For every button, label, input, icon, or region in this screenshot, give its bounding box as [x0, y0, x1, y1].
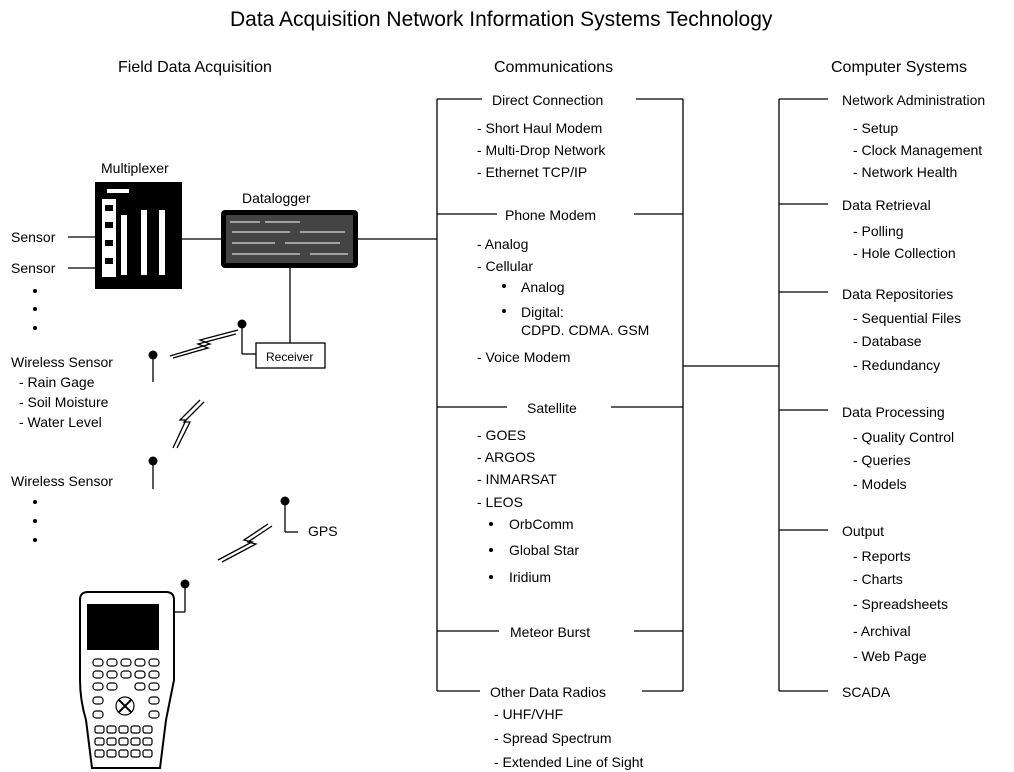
wireless-item: - Soil Moisture: [19, 394, 109, 410]
computer-item: - Quality Control: [853, 429, 955, 445]
computer-item: - Redundancy: [853, 357, 941, 373]
column-header-computer: Computer Systems: [831, 59, 968, 76]
comm-subitem: Analog: [521, 279, 565, 295]
comm-item: - Cellular: [477, 258, 534, 274]
computer-item: - Database: [853, 333, 922, 349]
computer-item: - Sequential Files: [853, 310, 962, 326]
column-header-communications: Communications: [494, 59, 614, 76]
handheld-device: [79, 591, 175, 769]
sensor-label-1: Sensor: [11, 229, 56, 245]
datalogger-device: [221, 210, 358, 268]
comm-subitem: CDPD. CDMA. GSM: [521, 322, 650, 338]
computer-item: - Network Health: [853, 164, 958, 180]
comm-direct-connection: Direct Connection: [492, 92, 604, 108]
receiver-label: Receiver: [266, 350, 314, 364]
receiver-box: [255, 342, 326, 369]
comm-item: - Short Haul Modem: [477, 120, 603, 136]
comm-satellite: Satellite: [527, 400, 577, 416]
comm-item: - Analog: [477, 236, 529, 252]
comm-item: - Voice Modem: [477, 349, 571, 365]
computer-network-admin: Network Administration: [842, 92, 986, 108]
computer-item: - Spreadsheets: [853, 596, 948, 612]
diagram-title: Data Acquisition Network Information Sys…: [230, 8, 773, 31]
comm-item: - Multi-Drop Network: [477, 142, 606, 158]
computer-item: - Queries: [853, 452, 911, 468]
computer-item: - Web Page: [853, 648, 927, 664]
computer-data-processing: Data Processing: [842, 404, 945, 420]
comm-other-radios: Other Data Radios: [490, 684, 606, 700]
comm-item: - ARGOS: [477, 449, 536, 465]
multiplexer-label: Multiplexer: [101, 160, 169, 176]
comm-phone-modem: Phone Modem: [505, 207, 597, 223]
wireless-sensor-label-2: Wireless Sensor: [11, 473, 113, 489]
computer-output: Output: [842, 523, 885, 539]
comm-item: - Spread Spectrum: [494, 730, 612, 746]
wireless-item: - Rain Gage: [19, 374, 95, 390]
computer-item: - Hole Collection: [853, 245, 956, 261]
comm-subitem: Iridium: [509, 569, 552, 585]
wireless-item: - Water Level: [19, 414, 102, 430]
comm-item: - GOES: [477, 427, 527, 443]
computer-item: - Polling: [853, 223, 904, 239]
comm-subitem: Global Star: [509, 542, 580, 558]
comm-subitem: OrbComm: [509, 516, 574, 532]
wireless-sensor-label-1: Wireless Sensor: [11, 354, 113, 370]
sensor-label-2: Sensor: [11, 260, 56, 276]
comm-item: - LEOS: [477, 494, 523, 510]
computer-data-retrieval: Data Retrieval: [842, 197, 931, 213]
computer-item: - Archival: [853, 623, 911, 639]
column-header-field: Field Data Acquisition: [118, 59, 272, 76]
computer-data-repositories: Data Repositories: [842, 286, 954, 302]
comm-item: - Extended Line of Sight: [494, 754, 644, 770]
gps-label: GPS: [308, 523, 338, 539]
computer-item: - Clock Management: [853, 142, 983, 158]
comm-item: - UHF/VHF: [494, 706, 564, 722]
computer-item: - Reports: [853, 548, 911, 564]
comm-meteor-burst: Meteor Burst: [510, 624, 591, 640]
multiplexer-device: [95, 182, 182, 289]
comm-item: - Ethernet TCP/IP: [477, 164, 588, 180]
computer-item: - Models: [853, 476, 907, 492]
comm-subitem: Digital:: [521, 304, 564, 320]
comm-item: - INMARSAT: [477, 471, 557, 487]
datalogger-label: Datalogger: [242, 190, 311, 206]
computer-scada: SCADA: [842, 684, 891, 700]
computer-item: - Charts: [853, 571, 903, 587]
computer-item: - Setup: [853, 120, 899, 136]
